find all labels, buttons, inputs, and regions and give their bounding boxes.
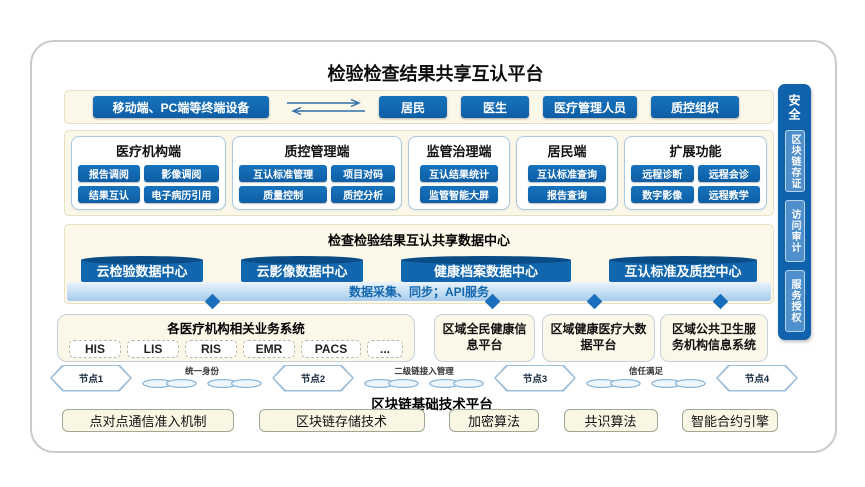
- terminal-band: 移动端、PC端等终端设备 居民 医生 医疗管理人员 质控组织: [64, 90, 774, 124]
- feature-button[interactable]: 报告调阅: [78, 165, 140, 182]
- feature-button[interactable]: 报告查询: [528, 186, 606, 203]
- cylinder-label: 云检验数据中心: [96, 264, 188, 279]
- security-item-service-authorization: 服务授权: [784, 270, 805, 332]
- feature-button-grid: 互认标准管理 项目对码 质量控制 质控分析: [239, 165, 395, 203]
- chain-links-icon: [364, 378, 484, 388]
- security-sidebar-title: 安全: [787, 94, 801, 122]
- chain-link-group-identity: 统一身份: [132, 367, 272, 389]
- client-panels-band: 医疗机构端 报告调阅 影像调阅 结果互认 电子病历引用 质控管理端 互认标准管理…: [64, 130, 774, 216]
- panel-title: 扩展功能: [669, 144, 722, 159]
- feature-button[interactable]: 远程教学: [697, 186, 760, 203]
- component-p2p-access: 点对点通信准入机制: [62, 409, 234, 432]
- panel-medical-institution: 医疗机构端 报告调阅 影像调阅 结果互认 电子病历引用: [71, 136, 226, 210]
- system-box-pacs: PACS: [301, 340, 361, 358]
- data-center-title: 检查检验结果互认共享数据中心: [327, 233, 510, 248]
- cylinder-health-record-data-center: 健康档案数据中心: [401, 256, 571, 285]
- feature-button[interactable]: 监管智能大屏: [420, 186, 498, 203]
- role-doctor[interactable]: 医生: [461, 96, 529, 118]
- terminal-devices-box[interactable]: 移动端、PC端等终端设备: [93, 96, 269, 118]
- chain-link-group-trust: 信任满足: [576, 367, 716, 389]
- platform-regional-health-bigdata: 区域健康医疗大数据平台: [542, 314, 655, 362]
- node-label: 节点2: [274, 366, 352, 390]
- cylinder-label: 健康档案数据中心: [433, 264, 538, 279]
- feature-button[interactable]: 远程会诊: [697, 165, 760, 182]
- feature-button[interactable]: 项目对码: [331, 165, 395, 182]
- node-label: 节点4: [718, 366, 796, 390]
- platform-regional-health-info: 区域全民健康信息平台: [434, 314, 535, 362]
- feature-button[interactable]: 质控分析: [331, 186, 395, 203]
- component-smart-contract-engine: 智能合约引擎: [682, 409, 778, 432]
- chain-links-icon: [586, 378, 706, 388]
- cylinder-label: 互认标准及质控中心: [624, 264, 742, 279]
- system-box-emr: EMR: [243, 340, 295, 358]
- feature-button[interactable]: 互认结果统计: [420, 165, 498, 182]
- role-qc-organization[interactable]: 质控组织: [651, 96, 739, 118]
- feature-button-grid: 互认结果统计 监管智能大屏: [415, 165, 503, 203]
- feature-button[interactable]: 影像调阅: [143, 165, 219, 182]
- security-item-access-audit: 访问审计: [784, 200, 805, 262]
- feature-button[interactable]: 结果互认: [78, 186, 140, 203]
- chain-link-group-access: 二级链接入管理: [354, 367, 494, 389]
- role-resident[interactable]: 居民: [379, 96, 447, 118]
- hospital-systems-panel: 各医疗机构相关业务系统 HIS LIS RIS EMR PACS ...: [57, 314, 415, 362]
- platform-public-health-service: 区域公共卫生服务机构信息系统: [660, 314, 768, 362]
- cylinder-cloud-lab-data-center: 云检验数据中心: [81, 256, 203, 285]
- node-label: 节点3: [496, 366, 574, 390]
- blockchain-components-row: 点对点通信准入机制 区块链存储技术 加密算法 共识算法 智能合约引擎: [62, 409, 778, 432]
- feature-button[interactable]: 远程诊断: [631, 165, 694, 182]
- page-title: 检验检查结果共享互认平台: [327, 64, 544, 84]
- feature-button[interactable]: 质量控制: [239, 186, 328, 203]
- node-hexagon-2: 节点2: [272, 364, 354, 392]
- node-hexagon-4: 节点4: [716, 364, 798, 392]
- system-box-lis: LIS: [127, 340, 179, 358]
- cylinder-row: 云检验数据中心 云影像数据中心 健康档案数据中心 互认标准及质控中心: [65, 256, 773, 285]
- chain-link-label: 信任满足: [628, 366, 663, 377]
- api-service-bar: 数据采集、同步；API服务: [67, 282, 771, 301]
- feature-button[interactable]: 互认标准管理: [239, 165, 328, 182]
- security-sidebar: 安全 区块链存证 访问审计 服务授权: [778, 84, 811, 340]
- outer-frame: 检验检查结果共享互认平台 移动端、PC端等终端设备 居民 医生 医疗管理人员 质…: [30, 40, 837, 453]
- cylinder-cloud-imaging-data-center: 云影像数据中心: [241, 256, 363, 285]
- panel-extended-functions: 扩展功能 远程诊断 远程会诊 数字影像 远程教学: [624, 136, 767, 210]
- blockchain-platform-title: 区块链基础技术平台: [371, 397, 493, 412]
- chain-link-label: 统一身份: [184, 366, 219, 377]
- panel-supervision-governance: 监管治理端 互认结果统计 监管智能大屏: [408, 136, 510, 210]
- feature-button-grid: 报告调阅 影像调阅 结果互认 电子病历引用: [78, 165, 219, 203]
- feature-button[interactable]: 数字影像: [631, 186, 694, 203]
- component-blockchain-storage: 区块链存储技术: [258, 409, 425, 432]
- feature-button[interactable]: 互认标准查询: [528, 165, 606, 182]
- node-hexagon-3: 节点3: [494, 364, 576, 392]
- chain-links-icon: [142, 378, 262, 388]
- panel-qc-management: 质控管理端 互认标准管理 项目对码 质量控制 质控分析: [232, 136, 402, 210]
- cylinder-mutual-recognition-qc-center: 互认标准及质控中心: [609, 256, 757, 285]
- node-label: 节点1: [52, 366, 130, 390]
- hospital-systems-title: 各医疗机构相关业务系统: [167, 322, 305, 336]
- node-hexagon-1: 节点1: [50, 364, 132, 392]
- system-box-more: ...: [367, 340, 403, 358]
- feature-button[interactable]: 电子病历引用: [143, 186, 219, 203]
- system-box-ris: RIS: [185, 340, 237, 358]
- security-item-blockchain-evidence: 区块链存证: [784, 130, 805, 192]
- feature-button-grid: 互认标准查询 报告查询: [523, 165, 611, 203]
- system-box-his: HIS: [69, 340, 121, 358]
- panel-title: 质控管理端: [284, 144, 350, 159]
- feature-button-grid: 远程诊断 远程会诊 数字影像 远程教学: [631, 165, 760, 203]
- component-consensus-algorithm: 共识算法: [563, 409, 658, 432]
- panel-title: 监管治理端: [426, 144, 492, 159]
- component-encryption-algorithm: 加密算法: [449, 409, 539, 432]
- blockchain-node-row: 节点1 统一身份 节点2 二级链接入管理: [50, 364, 798, 392]
- panel-title: 居民端: [547, 144, 587, 159]
- data-center-band: 检查检验结果互认共享数据中心 云检验数据中心 云影像数据中心 健康档案数据中心 …: [64, 224, 774, 304]
- cylinder-label: 云影像数据中心: [256, 264, 348, 279]
- chain-link-label: 二级链接入管理: [394, 366, 454, 377]
- panel-title: 医疗机构端: [115, 144, 181, 159]
- role-medical-manager[interactable]: 医疗管理人员: [543, 96, 637, 118]
- system-box-row: HIS LIS RIS EMR PACS ...: [58, 340, 414, 358]
- panel-resident: 居民端 互认标准查询 报告查询: [516, 136, 618, 210]
- sync-arrows-icon: [287, 98, 365, 116]
